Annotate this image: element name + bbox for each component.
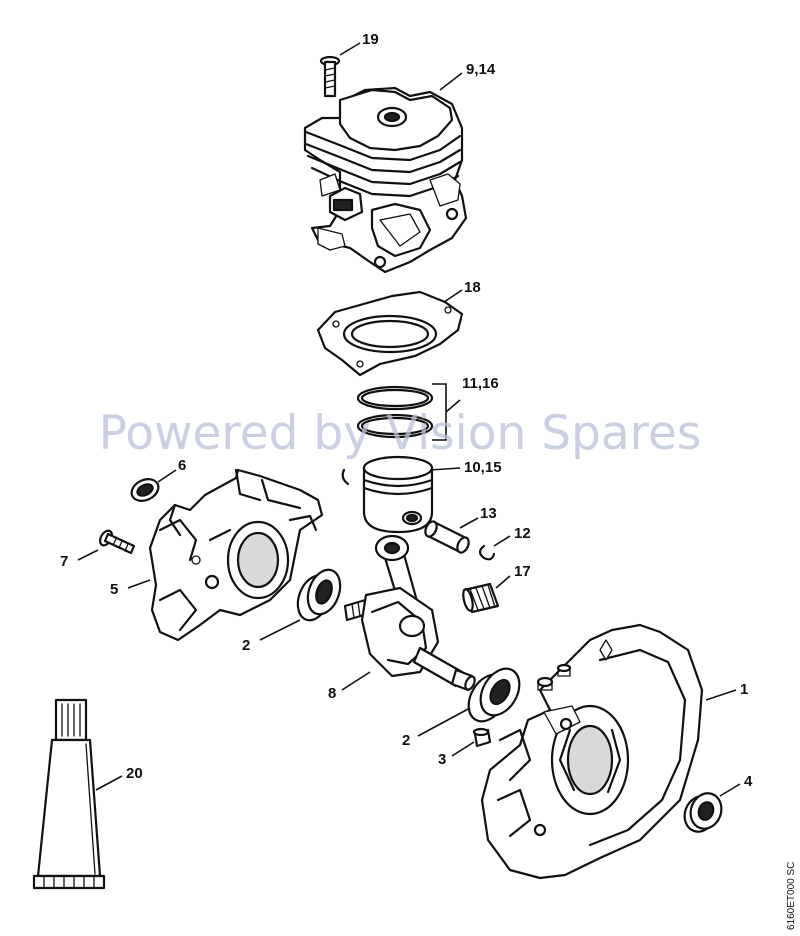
callout-11-16: 11,16 xyxy=(462,375,499,392)
callout-1: 1 xyxy=(740,681,748,698)
callout-9-14: 9,14 xyxy=(466,61,496,78)
part-7-screw[interactable] xyxy=(98,529,136,555)
leader-8 xyxy=(341,671,371,691)
leader-6 xyxy=(157,469,177,483)
part-20-grease-tube[interactable] xyxy=(32,698,106,890)
callout-12: 12 xyxy=(514,525,531,542)
callout-18: 18 xyxy=(464,279,481,296)
leader-17 xyxy=(495,575,511,589)
callout-10-15: 10,15 xyxy=(464,459,502,476)
part-11-16-piston-rings[interactable] xyxy=(356,385,434,439)
leader-3 xyxy=(451,741,475,757)
part-4-oil-seal[interactable] xyxy=(680,789,727,836)
callout-2-lower: 2 xyxy=(402,732,410,749)
part-1-crankcase-right[interactable] xyxy=(480,623,704,880)
part-3-sleeve[interactable] xyxy=(472,727,492,748)
leader-2a xyxy=(259,619,301,641)
leader-13 xyxy=(459,517,479,529)
part-19-screw[interactable] xyxy=(319,55,341,98)
leader-12 xyxy=(493,535,511,547)
callout-2-upper: 2 xyxy=(242,637,250,654)
part-2-bearing-lower[interactable] xyxy=(461,662,527,728)
callout-5: 5 xyxy=(110,581,118,598)
part-13-piston-pin[interactable] xyxy=(423,520,471,555)
callout-7: 7 xyxy=(60,553,68,570)
part-8-crankshaft[interactable] xyxy=(343,534,477,692)
part-18-gasket[interactable] xyxy=(316,290,464,377)
leader-10-15 xyxy=(429,467,461,471)
part-10-15-piston[interactable] xyxy=(341,455,434,534)
leader-18 xyxy=(443,289,463,303)
callouts: 19 9,14 18 11,16 10,15 6 7 5 13 12 17 2 … xyxy=(60,31,753,790)
callout-6: 6 xyxy=(178,457,186,474)
leader-4 xyxy=(719,783,741,797)
part-2-bearing-upper[interactable] xyxy=(292,565,346,624)
leader-2b xyxy=(417,707,471,737)
callout-17: 17 xyxy=(514,563,531,580)
leader-7 xyxy=(77,549,99,561)
leader-lines xyxy=(77,42,741,797)
part-17-needle-cage[interactable] xyxy=(461,582,500,614)
callout-3: 3 xyxy=(438,751,446,768)
callout-20: 20 xyxy=(126,765,143,782)
callout-19: 19 xyxy=(362,31,379,48)
leader-9-14 xyxy=(439,72,463,91)
part-12-circlip[interactable] xyxy=(478,544,496,561)
callout-8: 8 xyxy=(328,685,336,702)
leader-11-16-tick xyxy=(445,399,461,413)
leader-1 xyxy=(705,689,737,701)
leader-20 xyxy=(95,775,123,791)
part-9-14-cylinder[interactable] xyxy=(303,86,468,274)
watermark-text: Powered by Vision Spares xyxy=(99,406,702,461)
leader-5 xyxy=(127,579,151,589)
leader-19 xyxy=(339,42,361,56)
part-6-oil-seal[interactable] xyxy=(128,475,162,505)
callout-13: 13 xyxy=(480,505,497,522)
part-5-crankcase-left[interactable] xyxy=(148,468,324,642)
callout-4: 4 xyxy=(744,773,753,790)
drawing-reference: 6160ET000 SC xyxy=(786,862,797,930)
